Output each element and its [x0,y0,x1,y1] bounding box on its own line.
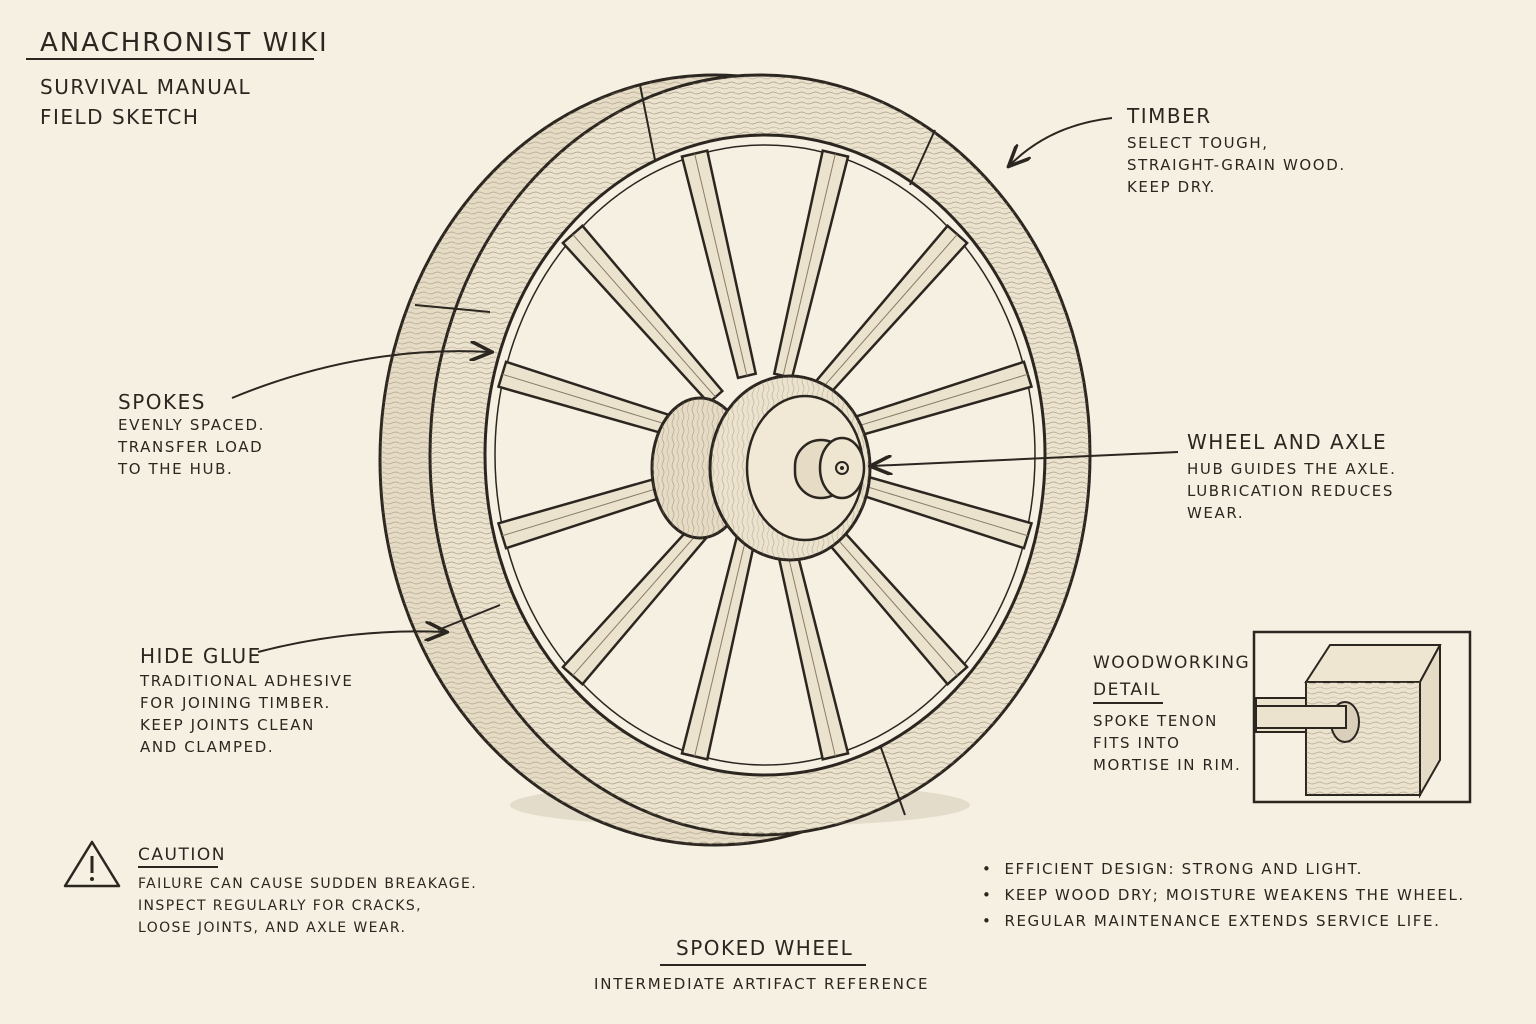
axle-arrow [872,451,1179,466]
wheel-hub [650,374,872,562]
woodworking-text: SPOKE TENON FITS INTO MORTISE IN RIM. [1093,710,1241,776]
caution-text: FAILURE CAN CAUSE SUDDEN BREAKAGE. INSPE… [138,873,477,939]
hide-glue-arrow [257,631,445,653]
spoke-grain [832,373,1028,435]
spokes-group [496,149,1034,761]
site-title: ANACHRONIST WIKI [40,28,329,58]
warning-triangle-icon [63,840,121,888]
spoke-grain [694,153,748,376]
timber-line: SELECT TOUGH, [1127,134,1269,152]
timber-line: STRAIGHT-GRAIN WOOD. [1127,156,1346,174]
title-underline [26,58,314,60]
axle-text: HUB GUIDES THE AXLE. LUBRICATION REDUCES… [1187,458,1397,524]
spoke-grain [814,234,958,398]
note-item: EFFICIENT DESIGN: STRONG AND LIGHT. [982,856,1465,882]
hide-glue-line: AND CLAMPED. [140,738,275,756]
woodworking-line: MORTISE IN RIM. [1093,756,1242,774]
spoke-grain [782,153,836,376]
timber-title: TIMBER [1127,104,1212,128]
axle-stub [793,436,866,500]
hide-glue-line: KEEP JOINTS CLEAN [140,716,315,734]
woodworking-title: WOODWORKING DETAIL [1093,650,1250,704]
woodworking-detail-figure [1252,630,1472,804]
hide-glue-line: FOR JOINING TIMBER. [140,694,331,712]
axle-line: WEAR. [1187,504,1245,522]
spoke [680,149,758,380]
subtitle-block: SURVIVAL MANUAL FIELD SKETCH [40,72,251,132]
subtitle-line: FIELD SKETCH [40,105,200,129]
caution-line: LOOSE JOINTS, AND AXLE WEAR. [138,920,407,936]
footer-title: SPOKED WHEEL [676,936,854,960]
spokes-line: EVENLY SPACED. [118,416,266,434]
spokes-title: SPOKES [118,390,206,414]
axle-line: HUB GUIDES THE AXLE. [1187,460,1397,478]
spoke-grain [572,512,716,676]
spokes-line: TRANSFER LOAD [118,438,264,456]
hide-glue-title: HIDE GLUE [140,644,262,668]
timber-arrow [1010,117,1113,165]
hide-glue-text: TRADITIONAL ADHESIVE FOR JOINING TIMBER.… [140,670,353,758]
caution-underline [138,866,218,868]
spokes-text: EVENLY SPACED. TRANSFER LOAD TO THE HUB. [118,414,265,480]
woodworking-underline [1093,702,1163,704]
footer-subtitle: INTERMEDIATE ARTIFACT REFERENCE [594,975,930,993]
timber-text: SELECT TOUGH, STRAIGHT-GRAIN WOOD. KEEP … [1127,132,1346,198]
spoke-grain [572,234,716,398]
subtitle-line: SURVIVAL MANUAL [40,75,252,99]
note-item: REGULAR MAINTENANCE EXTENDS SERVICE LIFE… [982,908,1465,934]
woodworking-title-line: DETAIL [1093,680,1162,700]
spoke [772,149,850,380]
axle-title: WHEEL AND AXLE [1187,430,1388,454]
woodworking-line: SPOKE TENON [1093,712,1218,730]
spokes-arrow [231,351,490,399]
axle-line: LUBRICATION REDUCES [1187,482,1394,500]
caution-line: FAILURE CAN CAUSE SUDDEN BREAKAGE. [138,876,478,892]
timber-line: KEEP DRY. [1127,178,1216,196]
notes-list: EFFICIENT DESIGN: STRONG AND LIGHT. KEEP… [982,856,1465,934]
caution-title: CAUTION [138,845,226,865]
spoke-grain [694,534,748,757]
woodworking-line: FITS INTO [1093,734,1181,752]
spokes-line: TO THE HUB. [118,460,234,478]
woodworking-title-line: WOODWORKING [1093,653,1251,673]
caution-line: INSPECT REGULARLY FOR CRACKS, [138,898,423,914]
spoke-grain [782,534,836,757]
note-item: KEEP WOOD DRY; MOISTURE WEAKENS THE WHEE… [982,882,1465,908]
footer-underline [660,964,866,966]
hide-glue-line: TRADITIONAL ADHESIVE [140,672,354,690]
